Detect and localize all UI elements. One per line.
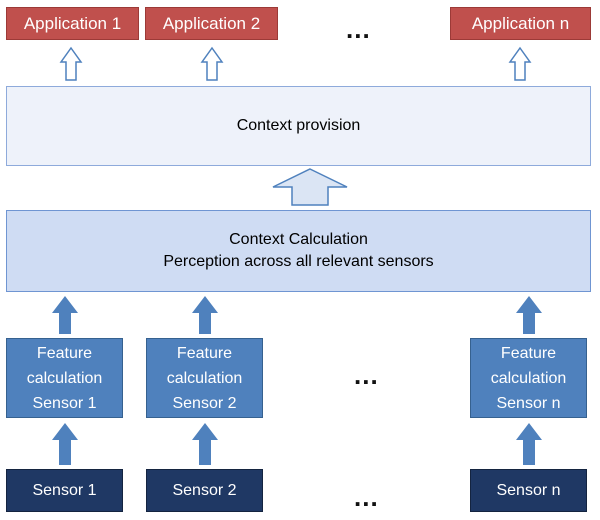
feature-line-1: Feature bbox=[36, 344, 93, 362]
feature-line-1: Feature bbox=[176, 344, 233, 362]
outline-arrow-up-icon bbox=[59, 46, 83, 81]
feature-line-3: Sensor 1 bbox=[32, 394, 97, 412]
large-arrow-up-icon bbox=[272, 168, 348, 206]
sensor-1-box: Sensor 1 bbox=[6, 469, 123, 512]
solid-arrow-up-icon bbox=[192, 423, 218, 465]
sensor-2-box: Sensor 2 bbox=[146, 469, 263, 512]
solid-arrow-up-icon bbox=[52, 296, 78, 334]
solid-arrow-up-icon bbox=[52, 423, 78, 465]
feature-line-2: calculation bbox=[490, 369, 567, 387]
feature-line-3: Sensor 2 bbox=[172, 394, 237, 412]
application-2-box: Application 2 bbox=[145, 7, 278, 40]
application-1-box: Application 1 bbox=[6, 7, 139, 40]
context-calculation-title: Context Calculation bbox=[229, 231, 368, 248]
feature-calculation-box-1: Feature calculation Sensor 1 bbox=[6, 338, 123, 418]
features-ellipsis: ... bbox=[354, 360, 379, 390]
solid-arrow-up-icon bbox=[516, 296, 542, 334]
sensor-2-label: Sensor 2 bbox=[172, 481, 237, 499]
application-n-box: Application n bbox=[450, 7, 591, 40]
sensors-ellipsis: ... bbox=[354, 482, 379, 512]
context-provision-box: Context provision bbox=[6, 86, 591, 166]
context-calculation-subtitle: Perception across all relevant sensors bbox=[163, 253, 434, 270]
feature-calculation-box-2: Feature calculation Sensor 2 bbox=[146, 338, 263, 418]
outline-arrow-up-icon bbox=[200, 46, 224, 81]
sensor-n-box: Sensor n bbox=[470, 469, 587, 512]
solid-arrow-up-icon bbox=[516, 423, 542, 465]
context-calculation-box: Context Calculation Perception across al… bbox=[6, 210, 591, 292]
outline-arrow-up-icon bbox=[508, 46, 532, 81]
context-provision-label: Context provision bbox=[236, 117, 361, 134]
application-2-label: Application 2 bbox=[162, 13, 261, 33]
applications-ellipsis: ... bbox=[346, 14, 371, 44]
feature-line-2: calculation bbox=[26, 369, 103, 387]
sensor-1-label: Sensor 1 bbox=[32, 481, 97, 499]
solid-arrow-up-icon bbox=[192, 296, 218, 334]
feature-calculation-box-n: Feature calculation Sensor n bbox=[470, 338, 587, 418]
feature-line-1: Feature bbox=[500, 344, 557, 362]
sensor-n-label: Sensor n bbox=[496, 481, 561, 499]
feature-line-3: Sensor n bbox=[496, 394, 561, 412]
application-1-label: Application 1 bbox=[23, 13, 122, 33]
feature-line-2: calculation bbox=[166, 369, 243, 387]
application-n-label: Application n bbox=[471, 13, 570, 33]
